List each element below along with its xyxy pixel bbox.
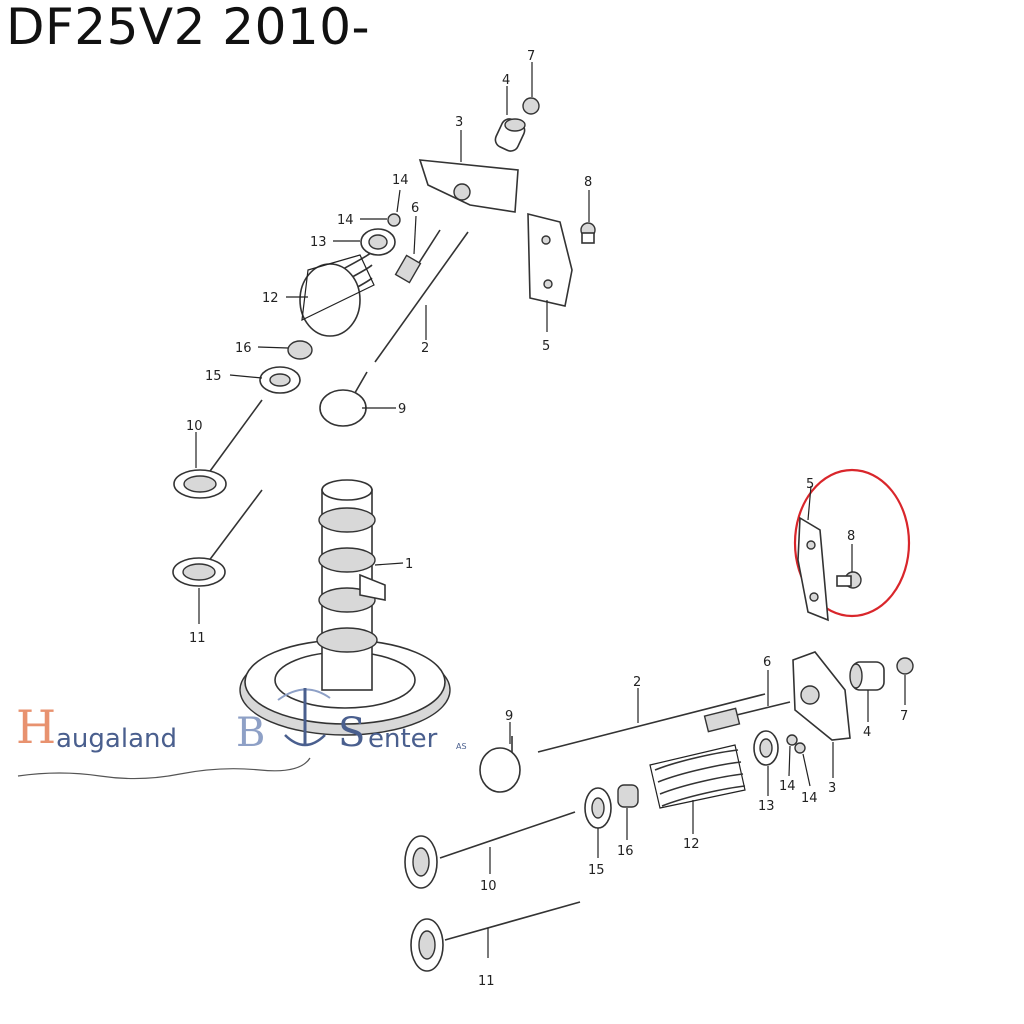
callout-13-bottom: 13 [758,799,775,814]
callout-6-top: 6 [411,201,419,216]
pushrod-2-part[interactable] [374,231,469,363]
callout-5-bottom: 5 [806,477,814,492]
retainer-13-part[interactable] [360,228,396,256]
logo-letter-s: S [338,710,366,756]
bolt-8-part[interactable] [580,222,596,244]
valve-11-bottom-part[interactable] [410,901,581,972]
callout-7-top: 7 [527,49,535,64]
callout-16-bottom: 16 [617,844,634,859]
callout-8-bottom: 8 [847,529,855,544]
callout-14a-top: 14 [337,213,354,228]
part-16[interactable] [287,340,313,360]
callout-9-bottom: 9 [505,709,513,724]
logo-anchor-icon [277,688,331,747]
callout-15-bottom: 15 [588,863,605,878]
callout-13-top: 13 [310,235,327,250]
callout-15-top: 15 [205,369,222,384]
adjuster-6-part[interactable] [394,229,441,284]
camshaft-part[interactable] [239,479,451,736]
callout-9-top: 9 [398,402,406,417]
rocker-arm-3-bottom-part[interactable] [792,651,851,741]
tappet-9-bottom-part[interactable] [479,736,521,793]
callout-1: 1 [405,557,413,572]
valve-10-part[interactable] [173,399,263,499]
pushrod-2-bottom-part[interactable] [537,693,766,753]
logo-wave [17,757,311,780]
seal-15-part[interactable] [259,366,301,394]
logo-letter-h: H [16,700,57,754]
nut-7-part[interactable] [522,97,540,115]
callout-4-bottom: 4 [863,725,871,740]
callout-14b-top: 14 [392,173,409,188]
callout-10-top: 10 [186,419,203,434]
callout-5-top: 5 [542,339,550,354]
callout-4-top: 4 [502,73,510,88]
callout-8-top: 8 [584,175,592,190]
adjuster-6-bottom-part[interactable] [703,701,791,733]
cotter-14-part[interactable] [387,213,401,227]
callout-3-top: 3 [455,115,463,130]
watermark-logo: H augaland B S enter AS [16,700,486,790]
page-title: DF25V2 2010- [6,0,371,56]
valve-11-part[interactable] [172,489,263,587]
spring-12-part[interactable] [299,251,375,337]
callout-14a-bottom: 14 [779,779,796,794]
highlight-circle [793,468,911,618]
valve-10-bottom-part[interactable] [404,811,576,889]
part-16-bottom[interactable] [617,784,639,808]
callout-16-top: 16 [235,341,252,356]
logo-word-enter: enter [368,724,438,754]
callout-12-top: 12 [262,291,279,306]
callout-2-top: 2 [421,341,429,356]
callout-14b-bottom: 14 [801,791,818,806]
retainer-13-bottom-part[interactable] [753,730,779,766]
bracket-5-part[interactable] [527,212,573,307]
seal-15-bottom-part[interactable] [584,787,612,829]
logo-letter-b: B [236,710,266,756]
rocker-arm-3-part[interactable] [418,159,519,213]
bolt-8-bottom-part[interactable] [836,571,862,589]
callout-3-bottom: 3 [828,781,836,796]
cap-4-part[interactable] [493,116,527,153]
callout-7-bottom: 7 [900,709,908,724]
cotter-14-bottom-part[interactable] [786,734,806,754]
tappet-9-part[interactable] [319,371,368,427]
logo-word-haugaland: augaland [56,724,177,754]
callout-11-bottom: 11 [478,974,495,989]
spring-12-bottom-part[interactable] [649,744,746,809]
callout-10-bottom: 10 [480,879,497,894]
cap-4-bottom-part[interactable] [849,661,885,691]
callout-12-bottom: 12 [683,837,700,852]
callout-6-bottom: 6 [763,655,771,670]
nut-7-bottom-part[interactable] [896,657,914,675]
callout-2-bottom: 2 [633,675,641,690]
bracket-5-bottom-part[interactable] [797,516,829,622]
callout-11-top: 11 [189,631,206,646]
logo-as: AS [456,742,467,751]
